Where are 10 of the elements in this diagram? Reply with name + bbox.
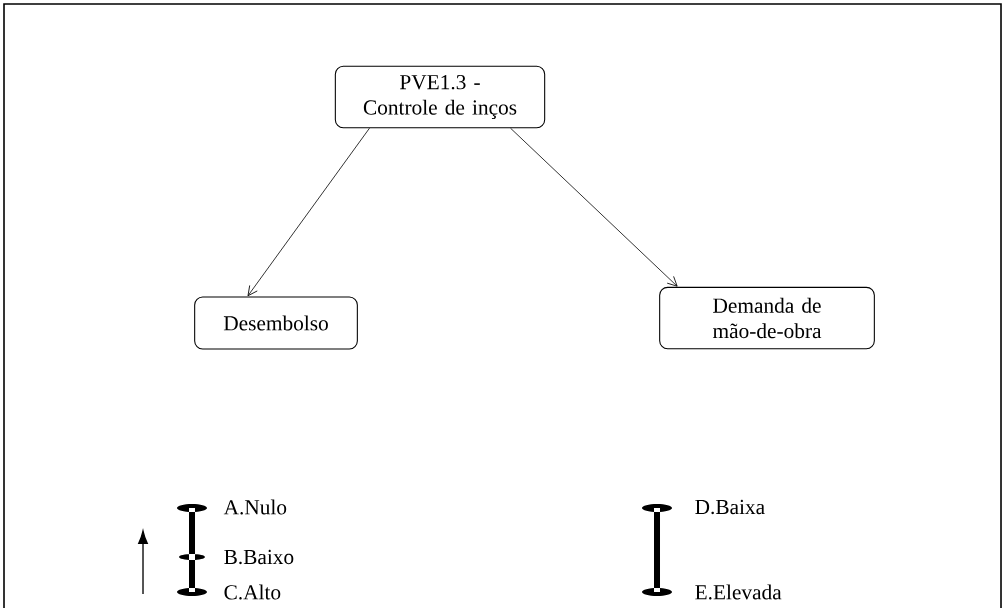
rounded-box: Desembolso (194, 296, 358, 350)
scale-label: A.Nulo (223, 499, 287, 515)
scale-label: E.Elevada (695, 584, 782, 600)
rounded-box: Demanda de mão-de-obra (659, 286, 875, 350)
rounded-box: PVE1.3 - Controle de inços (334, 65, 546, 129)
scale-label: D.Baixa (695, 499, 765, 515)
arrow (510, 127, 678, 287)
scale-label: B.Baixo (224, 549, 294, 565)
arrow (247, 127, 370, 297)
scale-label: C.Alto (224, 584, 281, 600)
